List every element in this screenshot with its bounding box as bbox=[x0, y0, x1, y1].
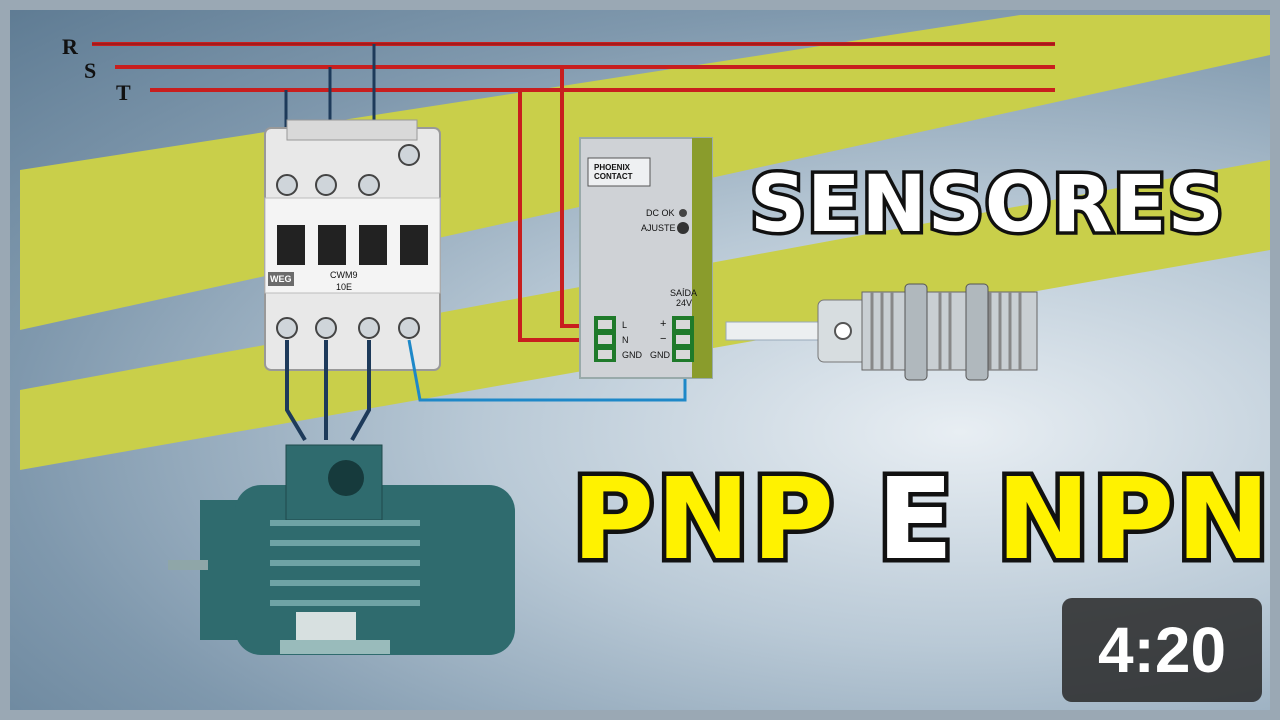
psu-out-gnd: GND bbox=[650, 350, 670, 360]
phase-label-s: S bbox=[84, 58, 97, 83]
contactor bbox=[264, 119, 441, 371]
psu-in-n: N bbox=[622, 335, 629, 345]
psu-brand: PHOENIX CONTACT bbox=[594, 163, 633, 181]
title-pnp: PNP bbox=[568, 451, 839, 590]
power-supply bbox=[579, 137, 713, 379]
phase-label-t: T bbox=[116, 80, 131, 105]
psu-ajuste: AJUSTE bbox=[641, 223, 676, 233]
title-pnp-e-npn: PNP E NPN bbox=[568, 451, 1275, 590]
phase-label-r: R bbox=[62, 34, 78, 59]
contactor-model: CWM9 bbox=[330, 270, 358, 280]
psu-saida: SAÍDA bbox=[670, 288, 698, 298]
title-npn: NPN bbox=[992, 451, 1275, 590]
title-e: E bbox=[872, 451, 957, 590]
psu-out-minus: − bbox=[660, 333, 667, 345]
contactor-rating: 10E bbox=[336, 282, 353, 292]
psu-in-gnd: GND bbox=[622, 350, 642, 360]
duration-badge: 4:20 bbox=[1062, 598, 1262, 702]
psu-out-plus: + bbox=[660, 318, 667, 330]
contactor-brand: WEG bbox=[270, 274, 292, 284]
psu-in-l: L bbox=[622, 320, 628, 330]
psu-dc-ok: DC OK bbox=[646, 208, 675, 218]
title-sensores: SENSORES bbox=[747, 157, 1228, 254]
inductive-sensor bbox=[725, 283, 1038, 381]
psu-voltage: 24V bbox=[676, 298, 693, 308]
electric-motor bbox=[168, 444, 515, 655]
